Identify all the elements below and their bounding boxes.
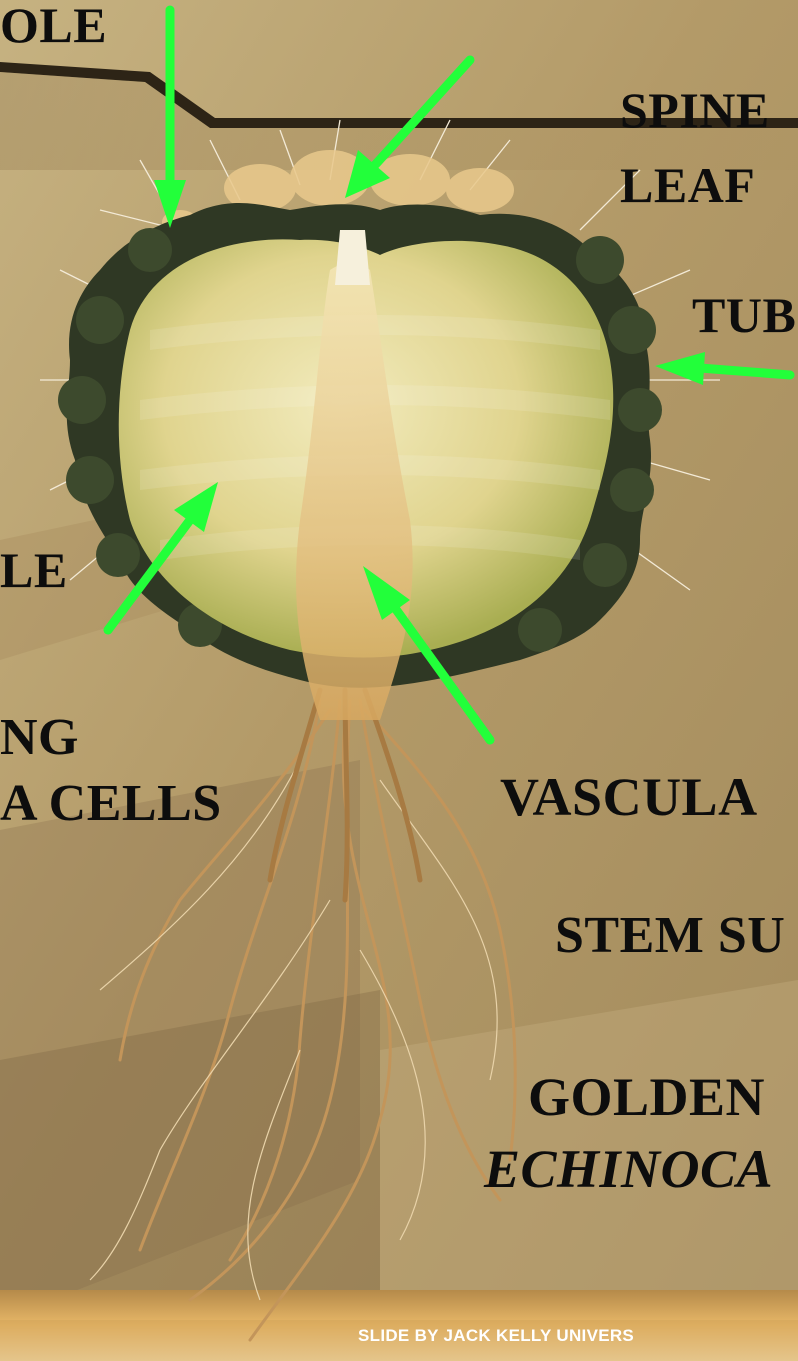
label-stem: STEM SU: [555, 910, 785, 962]
footer-credit: SLIDE BY JACK KELLY UNIVERS: [358, 1326, 634, 1346]
label-common-name: GOLDEN: [528, 1070, 765, 1124]
label-areole-left: LE: [0, 545, 68, 595]
label-areole-top: OLE: [0, 0, 107, 50]
label-spines: SPINE: [620, 85, 770, 135]
label-leaf: LEAF: [620, 160, 755, 210]
label-parenchyma-line1: NG: [0, 712, 79, 764]
label-genus: ECHINOCA: [484, 1142, 773, 1196]
label-parenchyma-line2: A CELLS: [0, 778, 222, 830]
label-vascular: VASCULA: [500, 770, 758, 824]
label-tubercle: TUB: [692, 290, 796, 340]
